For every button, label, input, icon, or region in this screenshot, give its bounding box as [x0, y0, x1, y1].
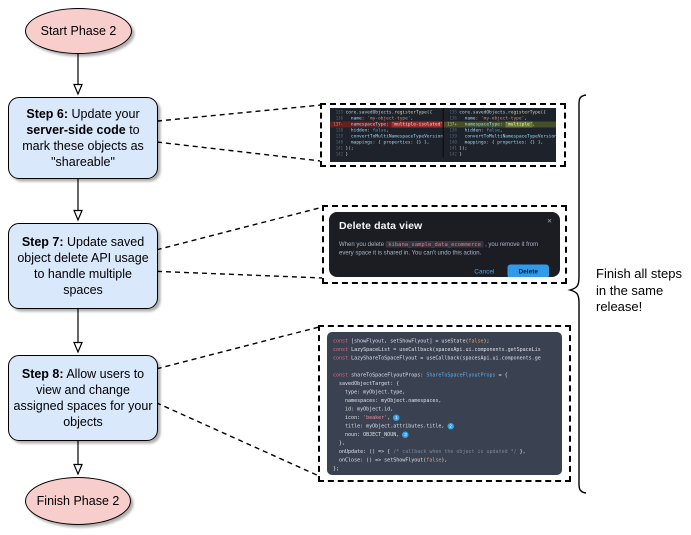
modal-title: Delete data view — [339, 220, 423, 232]
callout-step8-top — [147, 326, 320, 372]
start-node-label: Start Phase 2 — [40, 23, 117, 38]
brace-note-line3: release! — [596, 299, 643, 315]
code-line: const shareToSpaceFlyoutProps: ShareToSp… — [333, 372, 508, 379]
code-line: onUpdate: () => { /* callback when the o… — [333, 449, 526, 455]
step6-node: Step 6: Update your server-side code to … — [8, 97, 158, 179]
code-line: 137+ namespaceType: 'multiple', — [443, 121, 556, 128]
modal-body-pre: When you delete — [339, 240, 386, 248]
code-line: 140 mappings: { properties: {} }, — [335, 140, 430, 145]
code-line: icon: 'beaker', 1 — [333, 414, 400, 421]
code-line: 141}); — [449, 146, 468, 151]
callout-step7-top — [147, 206, 324, 253]
start-node: Start Phase 2 — [25, 8, 132, 54]
close-icon[interactable]: × — [547, 216, 552, 226]
finish-node-label: Finish Phase 2 — [36, 493, 120, 508]
code-line: }; — [333, 466, 340, 472]
callout-step8-bottom — [147, 398, 320, 477]
code-line: 141}); — [335, 146, 354, 151]
code-line: 138 hidden: false, — [449, 128, 503, 133]
curly-brace — [567, 94, 587, 494]
code-line: onClose: () => setShowFlyout(false), — [333, 457, 448, 464]
step7-label: Step 7: Update saved object delete API u… — [17, 234, 149, 298]
code-line: 136 name: 'my-object-type', — [335, 116, 414, 121]
cancel-button[interactable]: Cancel — [474, 267, 495, 276]
code-line: noun: OBJECT_NOUN, 3 — [333, 431, 409, 438]
modal-body-post: , you remove it from every space it is s… — [339, 240, 539, 257]
code-line: 136 name: 'my-object-type', — [449, 116, 527, 121]
code-line: 142} — [449, 152, 462, 157]
brace-note-line2: in the same — [596, 282, 664, 298]
code-line: 139 convertToMultiNamespaceTypeVersion: … — [335, 134, 444, 139]
callout-step6-bottom — [147, 140, 322, 162]
code-line: 142} — [335, 152, 349, 157]
code-line: const LazyShareToSpaceFlyout = useCallba… — [333, 355, 541, 362]
code-line: 137- namespaceType: 'multiple-isolated', — [330, 121, 443, 128]
code-line: 139 convertToMultiNamespaceTypeVersion: … — [449, 134, 556, 139]
eui-code-block: const [showFlyout, setShowFlyout] = useS… — [327, 332, 562, 475]
callout-step7-bottom — [147, 270, 324, 279]
code-line: id: myObject.id, — [333, 406, 394, 413]
modal-body: When you delete kibana_sample_data_ecomm… — [339, 240, 550, 257]
modal-footer: Cancel Delete — [474, 264, 549, 277]
delete-modal-content: × Delete data view When you delete kiban… — [329, 212, 560, 277]
callout-step6-top — [147, 104, 322, 123]
code-line: title: myObject.attributes.title, 2 — [333, 422, 454, 430]
code-line — [333, 363, 556, 372]
step7-node: Step 7: Update saved object delete API u… — [8, 223, 158, 309]
step6-label: Step 6: Update your server-side code to … — [22, 106, 144, 170]
step8-node: Step 8: Allow users to view and change a… — [8, 355, 158, 441]
flyout-code-panel: const [showFlyout, setShowFlyout] = useS… — [318, 325, 571, 482]
delete-modal-panel: × Delete data view When you delete kiban… — [322, 205, 567, 284]
code-line: const LazySpaceList = useCallback(spaces… — [333, 347, 541, 353]
delete-button[interactable]: Delete — [507, 264, 549, 277]
brace-note: Finish all steps in the same release! — [596, 266, 688, 316]
step8-label: Step 8: Allow users to view and change a… — [13, 366, 153, 430]
finish-node: Finish Phase 2 — [25, 477, 131, 525]
code-line: 140 mappings: { properties: {} }, — [449, 140, 544, 145]
code-line: }, — [333, 440, 346, 447]
code-line: type: myObject.type, — [333, 389, 406, 396]
brace-note-line1: Finish all steps — [596, 266, 682, 281]
code-line: const [showFlyout, setShowFlyout] = useS… — [333, 338, 490, 345]
delete-modal: × Delete data view When you delete kiban… — [329, 212, 560, 277]
flyout-code: const [showFlyout, setShowFlyout] = useS… — [327, 332, 562, 475]
code-line: namespaces: myObject.namespaces, — [333, 398, 442, 404]
code-line: savedObjectTarget: { — [333, 381, 400, 387]
code-line: 138 hidden: false, — [335, 128, 389, 133]
data-view-name-chip: kibana_sample_data_ecommerce — [385, 241, 484, 248]
